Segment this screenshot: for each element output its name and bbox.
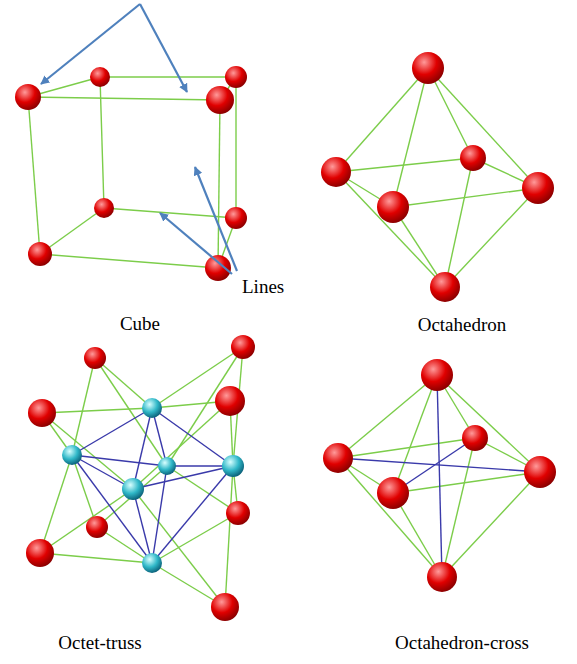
node-sphere xyxy=(90,67,110,87)
inner-strut xyxy=(72,408,152,455)
strut-line xyxy=(28,97,220,100)
inner-strut xyxy=(152,408,233,466)
strut-line xyxy=(393,375,437,493)
strut-line xyxy=(235,77,236,218)
node-sphere-group xyxy=(26,335,255,621)
inner-strut xyxy=(152,466,233,563)
caption-label: Octahedron-cross xyxy=(395,632,529,654)
strut-line xyxy=(95,358,167,466)
node-sphere xyxy=(225,207,247,229)
node-sphere xyxy=(15,84,41,110)
inner-strut xyxy=(133,408,152,489)
strut-line xyxy=(445,158,473,287)
cross-strut xyxy=(338,375,540,577)
caption-label: Cube xyxy=(120,313,160,335)
node-sphere xyxy=(412,52,444,84)
strut-line xyxy=(28,97,40,254)
node-sphere xyxy=(524,456,556,488)
strut-line xyxy=(133,489,225,607)
strut-line xyxy=(336,68,538,287)
callout-arrows xyxy=(41,4,237,274)
strut-line xyxy=(104,208,236,218)
strut-line xyxy=(445,188,538,287)
face-sphere-group xyxy=(62,398,244,573)
face-sphere xyxy=(142,553,162,573)
node-sphere xyxy=(225,66,247,88)
strut-line xyxy=(338,375,540,577)
strut-line xyxy=(336,158,473,172)
node-sphere xyxy=(377,191,409,223)
strut-line xyxy=(442,438,475,577)
strut-line xyxy=(225,466,233,607)
strut-line xyxy=(218,100,220,268)
strut-line xyxy=(393,472,540,493)
cross-strut xyxy=(338,458,540,472)
inner-strut xyxy=(133,489,152,563)
face-sphere xyxy=(122,478,144,500)
face-sphere xyxy=(142,398,162,418)
face-sphere xyxy=(222,455,244,477)
callout-arrow xyxy=(195,167,237,271)
strut-line xyxy=(42,413,133,489)
face-sphere xyxy=(158,457,176,475)
strut-line xyxy=(28,77,236,268)
node-sphere xyxy=(28,399,56,427)
strut-line xyxy=(437,375,540,472)
inner-strut xyxy=(72,408,233,563)
callout-arrow xyxy=(41,4,140,84)
caption-label: Octet-truss xyxy=(58,632,141,654)
strut-line xyxy=(40,455,72,553)
node-sphere-group xyxy=(323,359,556,592)
node-sphere xyxy=(430,272,460,302)
node-sphere xyxy=(522,172,554,204)
caption-label: Octahedron xyxy=(418,314,507,336)
strut-line xyxy=(338,458,442,577)
node-sphere xyxy=(323,443,353,473)
strut-line xyxy=(100,77,104,208)
node-sphere xyxy=(84,347,106,369)
node-sphere xyxy=(215,386,245,416)
strut-line xyxy=(336,172,445,287)
node-sphere xyxy=(427,562,457,592)
strut-line xyxy=(40,553,152,563)
node-sphere xyxy=(28,242,52,266)
node-sphere xyxy=(205,255,231,281)
cross-strut xyxy=(437,375,442,577)
strut-line xyxy=(40,347,243,607)
strut-line xyxy=(40,254,218,268)
callout-arrow xyxy=(160,213,232,274)
node-sphere xyxy=(226,501,250,525)
inner-strut xyxy=(72,455,167,466)
face-sphere xyxy=(62,445,82,465)
strut-line xyxy=(428,68,538,188)
node-sphere xyxy=(462,425,488,451)
inner-strut xyxy=(72,455,152,563)
inner-strut xyxy=(133,466,233,489)
node-sphere xyxy=(460,145,486,171)
node-sphere-group xyxy=(321,52,554,302)
callout-arrow xyxy=(140,4,187,92)
node-sphere xyxy=(26,539,54,567)
node-sphere xyxy=(211,593,239,621)
node-sphere xyxy=(377,477,409,509)
strut-line xyxy=(152,513,238,563)
strut-line xyxy=(442,472,540,577)
node-sphere-group xyxy=(15,66,247,281)
strut-line xyxy=(338,438,475,458)
strut-line xyxy=(42,408,152,413)
node-sphere xyxy=(231,335,255,359)
node-sphere xyxy=(94,198,114,218)
inner-strut xyxy=(152,466,167,563)
node-sphere xyxy=(421,359,453,391)
strut-line xyxy=(393,68,428,207)
strut-line xyxy=(393,188,538,207)
node-sphere xyxy=(86,516,108,538)
strut-line xyxy=(100,76,236,77)
callout-label: Lines xyxy=(242,276,284,298)
node-sphere xyxy=(206,86,234,114)
strut-line xyxy=(40,489,133,553)
node-sphere xyxy=(321,157,351,187)
